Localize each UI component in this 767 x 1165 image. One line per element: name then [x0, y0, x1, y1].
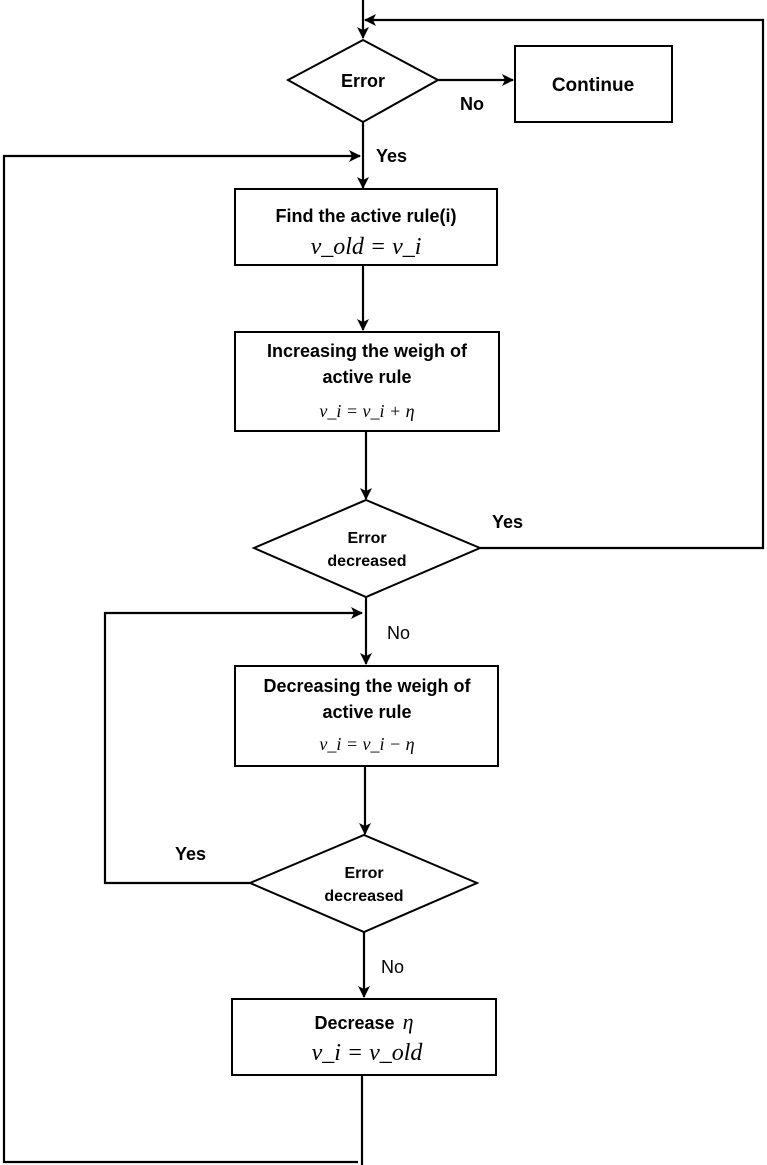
outer-loop-arrow	[2, 150, 361, 1164]
decrease-eta-label: Decrease	[315, 1013, 395, 1033]
increasing-weight-box	[234, 331, 500, 432]
error-decreased-decision-2	[247, 833, 480, 934]
error-yes-label: Yes	[376, 146, 407, 166]
error-decision-label: Error	[341, 71, 385, 91]
decreasing-weight-formula: v_i = v_i − η	[319, 734, 414, 754]
decrease-eta-title: Decrease η	[315, 1009, 414, 1034]
find-active-rule-label: Find the active rule(i)	[275, 206, 456, 226]
error-no-label: No	[460, 94, 484, 114]
find-active-rule-formula: v_old = v_i	[311, 234, 422, 260]
find-active-rule-box	[234, 188, 498, 266]
continue-box	[514, 45, 673, 123]
decreased2-yes-label: Yes	[175, 844, 206, 864]
decrease-eta-formula: v_i = v_old	[312, 1040, 424, 1066]
decreasing-weight-line1: Decreasing the weigh of	[263, 676, 471, 696]
decision1-yes-arrow	[364, 14, 765, 550]
increasing-weight-line1: Increasing the weigh of	[267, 341, 468, 361]
increasing-weight-formula: v_i = v_i + η	[319, 401, 414, 421]
increasing-weight-line2: active rule	[322, 367, 411, 387]
error-decreased-decision-1	[251, 498, 483, 599]
decreased1-no-label: No	[387, 623, 410, 643]
decrease-eta-symbol: η	[403, 1009, 414, 1034]
decreasing-weight-line2: active rule	[322, 702, 411, 722]
error-decreased-2-line2: decreased	[324, 888, 403, 905]
error-decision	[285, 38, 441, 124]
decreased2-no-label: No	[381, 957, 404, 977]
decrease-eta-box	[231, 998, 497, 1076]
error-decreased-2-line1: Error	[344, 865, 383, 882]
continue-label: Continue	[552, 75, 634, 96]
decreasing-weight-box	[234, 665, 499, 767]
decreased1-yes-label: Yes	[492, 512, 523, 532]
error-decreased-1-line2: decreased	[327, 553, 406, 570]
decision2-yes-arrow	[103, 607, 363, 885]
error-decreased-1-line1: Error	[347, 530, 386, 547]
